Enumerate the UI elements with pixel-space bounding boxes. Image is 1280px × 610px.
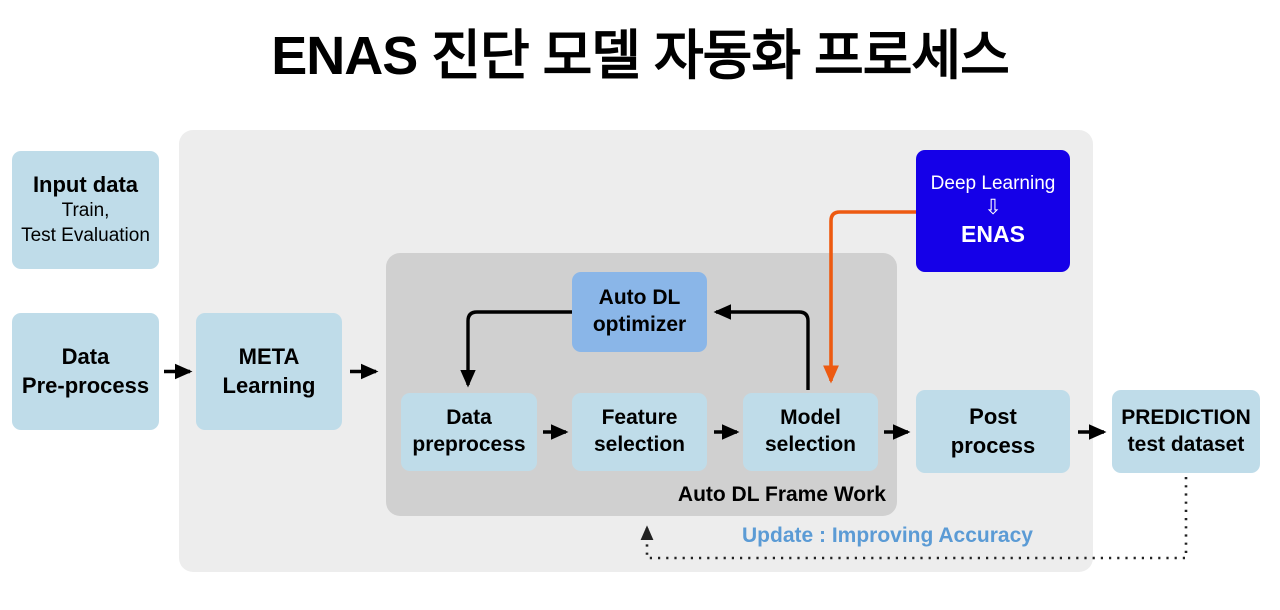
box-data-pre-process[interactable]: Data Pre-process (12, 313, 159, 430)
box-data-preprocess-line2: preprocess (412, 433, 526, 456)
box-auto-dl-optimizer-line1: Auto DL (598, 286, 681, 310)
box-meta-learning[interactable]: META Learning (196, 313, 342, 430)
box-input-data-line3: Test Evaluation (21, 225, 150, 247)
box-post-process[interactable]: Post process (916, 390, 1070, 473)
box-data-preprocess[interactable]: Data preprocess (401, 393, 537, 471)
box-prediction-line1: PREDICTION (1121, 405, 1251, 429)
down-arrow-hollow-icon: ⇩ (984, 196, 1002, 220)
box-model-selection-line2: selection (764, 433, 857, 456)
box-data-preprocess-line1: Data (446, 406, 492, 430)
box-model-selection-line1: Model (780, 406, 841, 430)
box-meta-learning-line1: META (238, 344, 300, 370)
box-deep-learning-enas[interactable]: Deep Learning ⇩ ENAS (916, 150, 1070, 272)
box-input-data-line2: Train, (61, 200, 110, 222)
box-enas-line2: ENAS (961, 221, 1025, 248)
box-prediction-line2: test dataset (1127, 432, 1245, 456)
box-data-pre-process-line2: Pre-process (21, 372, 150, 398)
box-post-process-line1: Post (969, 404, 1017, 430)
box-auto-dl-optimizer-line2: optimizer (592, 313, 687, 336)
box-feature-selection-line1: Feature (601, 406, 678, 430)
box-data-pre-process-line1: Data (61, 344, 110, 370)
box-input-data-title: Input data (32, 172, 139, 198)
box-auto-dl-optimizer[interactable]: Auto DL optimizer (572, 272, 707, 352)
auto-dl-framework-label: Auto DL Frame Work (677, 483, 886, 506)
box-input-data[interactable]: Input data Train, Test Evaluation (12, 151, 159, 269)
box-model-selection[interactable]: Model selection (743, 393, 878, 471)
box-prediction-test-dataset[interactable]: PREDICTION test dataset (1112, 390, 1260, 473)
box-feature-selection[interactable]: Feature selection (572, 393, 707, 471)
box-feature-selection-line2: selection (593, 433, 686, 456)
update-improving-accuracy-label: Update : Improving Accuracy (742, 524, 1033, 547)
box-post-process-line2: process (950, 432, 1036, 458)
box-enas-line1: Deep Learning (930, 173, 1056, 195)
box-meta-learning-line2: Learning (222, 372, 316, 398)
page-title: ENAS 진단 모델 자동화 프로세스 (271, 26, 1010, 86)
